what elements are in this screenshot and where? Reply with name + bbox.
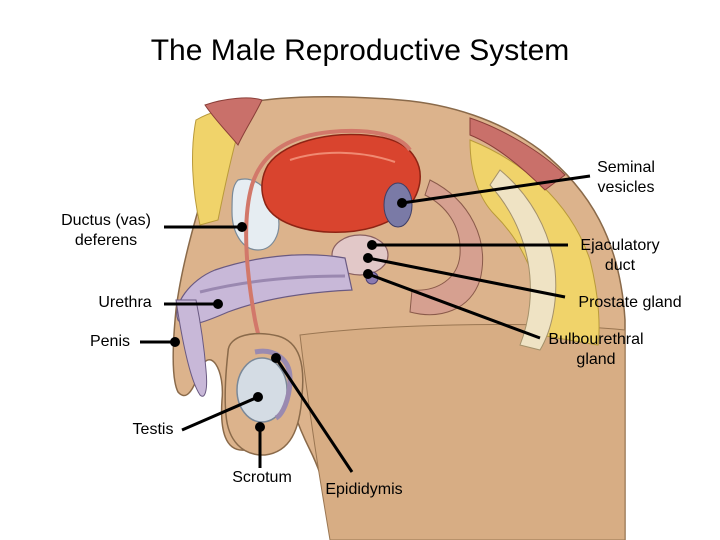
leader-bulbourethral-gland [367,272,541,340]
label-bulbourethral-gland: Bulbourethral gland [548,331,644,368]
ductus-deferens-path [244,128,412,362]
diagram-title: The Male Reproductive System [150,34,570,67]
label-epididymis: Epididymis [325,481,403,498]
rectum [409,179,484,316]
muscle-band-front [204,97,263,146]
label-prostate-gland: Prostate gland [578,294,682,311]
leader-epididymis [274,357,354,473]
sacrum [489,169,557,351]
label-ejaculatory-duct: Ejaculatory duct [580,237,660,274]
leader-seminal-vesicles [401,174,591,205]
label-urethra: Urethra [98,294,152,311]
leader-testis [181,395,259,432]
label-seminal-vesicles: Seminal vesicles [597,159,655,196]
label-penis: Penis [89,333,131,350]
penis-body [175,299,208,397]
label-scrotum: Scrotum [232,469,292,486]
thigh-area [299,324,626,540]
label-ductus-deferens: Ductus (vas) deferens [61,212,151,249]
label-testis: Testis [132,421,174,438]
leader-prostate-gland [367,256,566,299]
